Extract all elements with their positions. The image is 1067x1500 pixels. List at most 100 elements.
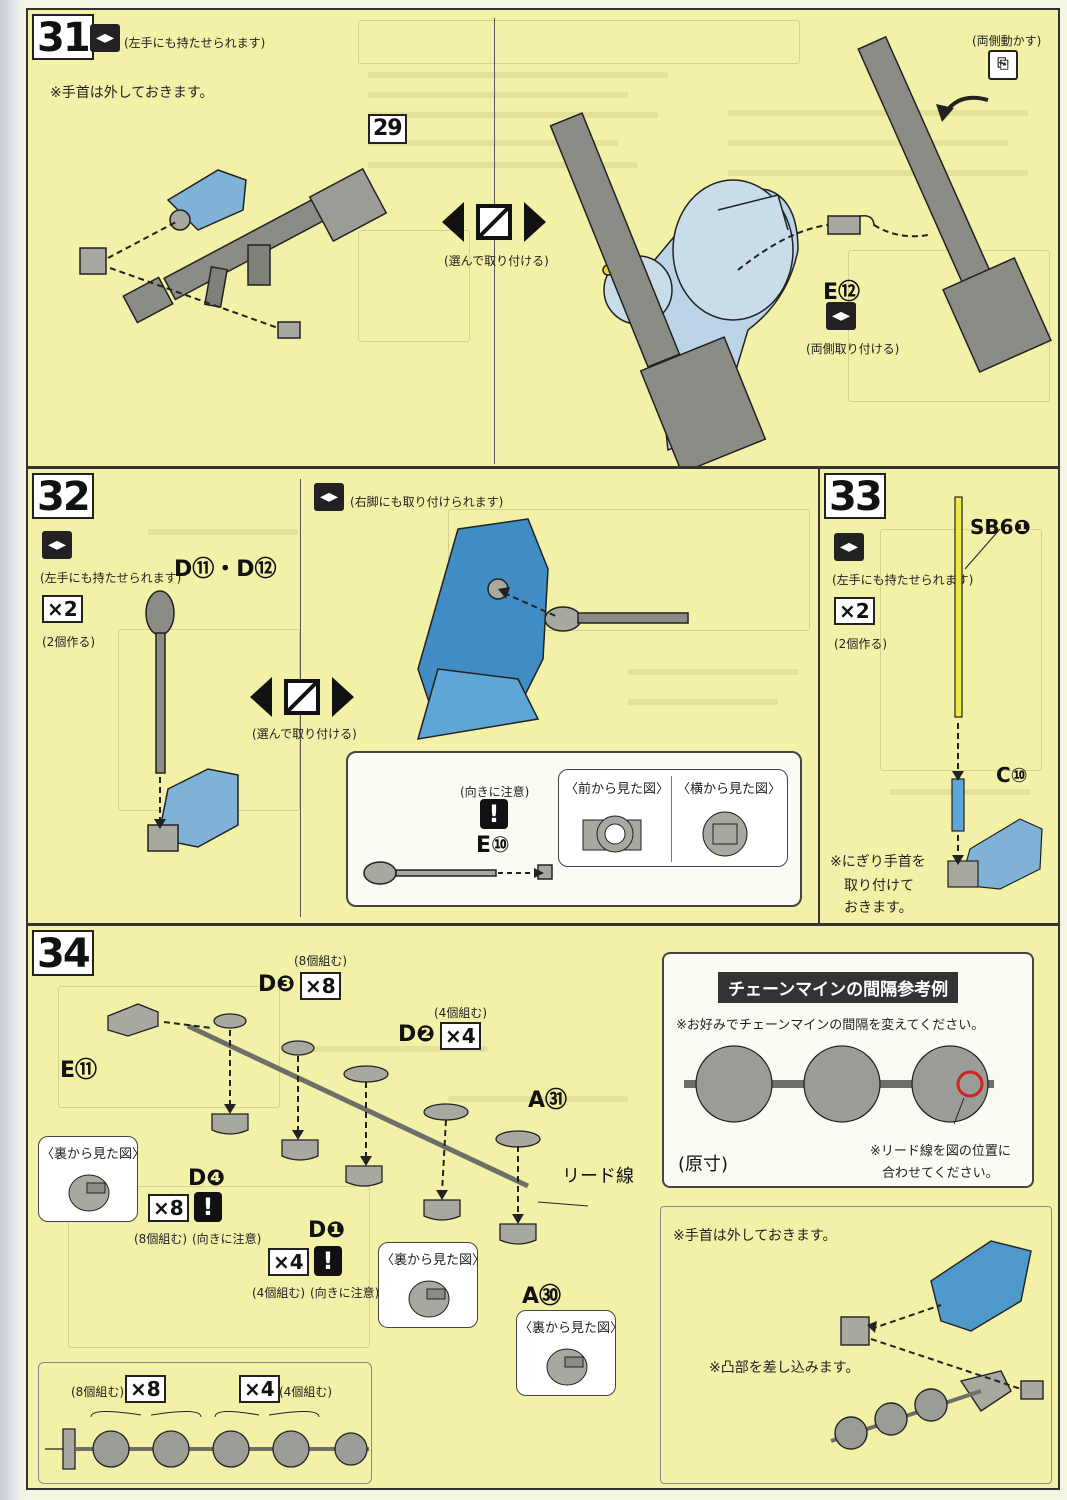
insert-note: ※凸部を差し込みます。	[709, 1360, 860, 1376]
grenade-hand-illustration	[145, 590, 239, 852]
wrist-subpanel: ※手首は外しておきます。 ※凸部を差し込みます。	[660, 1206, 1052, 1484]
strip-quantity4: ×4	[239, 1375, 280, 1403]
back-view-box-2: 〈裏から見た図〉	[378, 1242, 485, 1328]
grip-note-line2: 取り付けて	[844, 878, 914, 894]
back-view-illustration-3	[546, 1348, 588, 1386]
d4-warning-icon: !	[194, 1192, 222, 1222]
lead-wire-label: リード線	[562, 1166, 634, 1187]
step-34-panel: 34	[26, 924, 1060, 1490]
step-number: 32	[32, 473, 94, 519]
lead-note-line1: ※リード線を図の位置に	[870, 1144, 1011, 1159]
part-reference-box: 29	[368, 114, 407, 144]
d3-quantity: ×8	[300, 972, 341, 1000]
back-view-illustration-2	[408, 1280, 450, 1318]
d2-quantity: ×4	[440, 1022, 481, 1050]
strip-assemble8-note: (8個組む)	[71, 1385, 124, 1399]
quantity-badge: ×2	[834, 597, 875, 625]
step-31-panel: 31 ◂▸ (左手にも持たせられます) ※手首は外しておきます。 29	[26, 8, 1060, 468]
quantity-badge: ×2	[42, 595, 83, 623]
grip-note-line1: ※にぎり手首を	[830, 854, 926, 870]
hand-note: (左手にも持たせられます)	[124, 36, 266, 50]
both-sides-icon: ◂▸	[826, 302, 856, 330]
leg-swap-icon: ◂▸	[314, 483, 344, 511]
side-view-label: 〈横から見た図〉	[677, 782, 782, 797]
part-d1: D❶	[308, 1218, 345, 1243]
wrist-chain-illustration	[830, 1240, 1044, 1450]
back-view-illustration	[68, 1174, 110, 1212]
part-e10: E⑩	[476, 833, 510, 858]
wrist-note: ※手首は外しておきます。	[50, 85, 214, 101]
step-number: 31	[32, 14, 94, 60]
chain-strip-box: (8個組む) ×8 ×4 (4個組む)	[38, 1362, 372, 1484]
choose-note: (選んで取り付ける)	[252, 727, 357, 741]
bazooka-assembly-illustration	[79, 167, 388, 339]
back-view-box-3: 〈裏から見た図〉	[516, 1310, 623, 1396]
chain-spacing-reference: チェーンマインの間隔参考例 ※お好みでチェーンマインの間隔を変えてください。 (…	[662, 952, 1034, 1188]
part-e12: E⑫	[823, 280, 861, 305]
d1-warning-icon: !	[314, 1246, 342, 1276]
part-e11: E⑪	[60, 1058, 98, 1083]
view-box: 〈前から見た図〉 〈横から見た図〉	[558, 769, 788, 867]
back-view-label-3: 〈裏から見た図〉	[519, 1321, 624, 1336]
swing-note: (両側動かす)	[972, 34, 1042, 48]
hand-swap-icon: ◂▸	[42, 531, 72, 559]
d3-assemble8-note: (8個組む)	[294, 954, 347, 968]
back-view-label: 〈裏から見た図〉	[41, 1147, 146, 1162]
back-view-label-2: 〈裏から見た図〉	[381, 1253, 486, 1268]
reference-title: チェーンマインの間隔参考例	[718, 972, 959, 1003]
d4-assemble8-note: (8個組む)	[134, 1232, 187, 1246]
back-view-box: 〈裏から見た図〉	[38, 1136, 145, 1222]
make-two-note: (2個作る)	[834, 637, 887, 651]
orientation-note: (向きに注意)	[460, 785, 530, 799]
warning-icon: !	[480, 799, 508, 829]
page-edge	[0, 0, 20, 1500]
foot-note: (右脚にも取り付けられます)	[350, 495, 504, 509]
part-a31: A㉛	[528, 1088, 568, 1113]
d1-orientation-note: (向きに注意)	[310, 1286, 380, 1300]
wrist-note: ※手首は外しておきます。	[673, 1228, 837, 1244]
mecha-with-bazooka-illustration	[549, 35, 1052, 466]
chain-spacing-illustration	[684, 1045, 994, 1125]
e10-part-illustration	[363, 861, 553, 885]
leg-attachment-illustration	[416, 518, 689, 740]
divider	[494, 18, 495, 464]
actual-size-label: (原寸)	[678, 1154, 729, 1175]
front-view-label: 〈前から見た図〉	[565, 782, 670, 797]
part-d11-d12: D⑪・D⑫	[174, 557, 277, 582]
part-sb6-1: SB6❶	[970, 515, 1031, 539]
step-32-panel: 32 ◂▸ (左手にも持たせられます) ×2 (2個作る) D⑪・D⑫ (選んで…	[26, 467, 820, 925]
d4-orientation-note: (向きに注意)	[192, 1232, 262, 1246]
d1-quantity: ×4	[268, 1248, 309, 1276]
chain-mine-assembly-illustration	[107, 1003, 589, 1245]
strip-quantity8: ×8	[125, 1375, 166, 1403]
d1-assemble4-note: (4個組む)	[252, 1286, 305, 1300]
lead-note-line2: 合わせてください。	[882, 1166, 999, 1181]
hand-swap-icon: ◂▸	[834, 533, 864, 561]
strip-assemble4-note: (4個組む)	[279, 1385, 332, 1399]
step-number: 34	[32, 930, 94, 976]
part-c10: C⑩	[996, 763, 1028, 787]
step-33-panel: 33 ◂▸ (左手にも持たせられます) ×2 (2個作る) SB6❶ C⑩ ※に…	[818, 467, 1060, 925]
hand-note: (左手にも持たせられます)	[40, 571, 182, 585]
d4-quantity: ×8	[148, 1194, 189, 1222]
step-number: 33	[824, 473, 886, 519]
reference-desc: ※お好みでチェーンマインの間隔を変えてください。	[676, 1018, 985, 1033]
d2-assemble4-note: (4個組む)	[434, 1006, 487, 1020]
chain-strip-illustration	[45, 1411, 369, 1470]
both-sides-note: (両側取り付ける)	[806, 342, 900, 356]
choose-attach-icon	[442, 202, 546, 242]
detail-callout: (向きに注意) ! E⑩ 〈前から見た図〉 〈横から見た図〉	[346, 751, 802, 907]
view-divider	[671, 776, 672, 862]
part-a30: A㉚	[522, 1284, 562, 1309]
part-d4: D❹	[188, 1166, 225, 1191]
beam-saber-illustration	[947, 496, 1043, 890]
swing-icon: ⎘	[988, 50, 1018, 80]
part-d3: D❸	[258, 972, 295, 997]
hand-swap-icon: ◂▸	[90, 24, 120, 52]
grip-note-line3: おきます。	[844, 900, 913, 916]
choose-attach-icon	[250, 677, 354, 717]
hand-note: (左手にも持たせられます)	[832, 573, 974, 587]
part-d2: D❷	[398, 1022, 435, 1047]
make-two-note: (2個作る)	[42, 635, 95, 649]
